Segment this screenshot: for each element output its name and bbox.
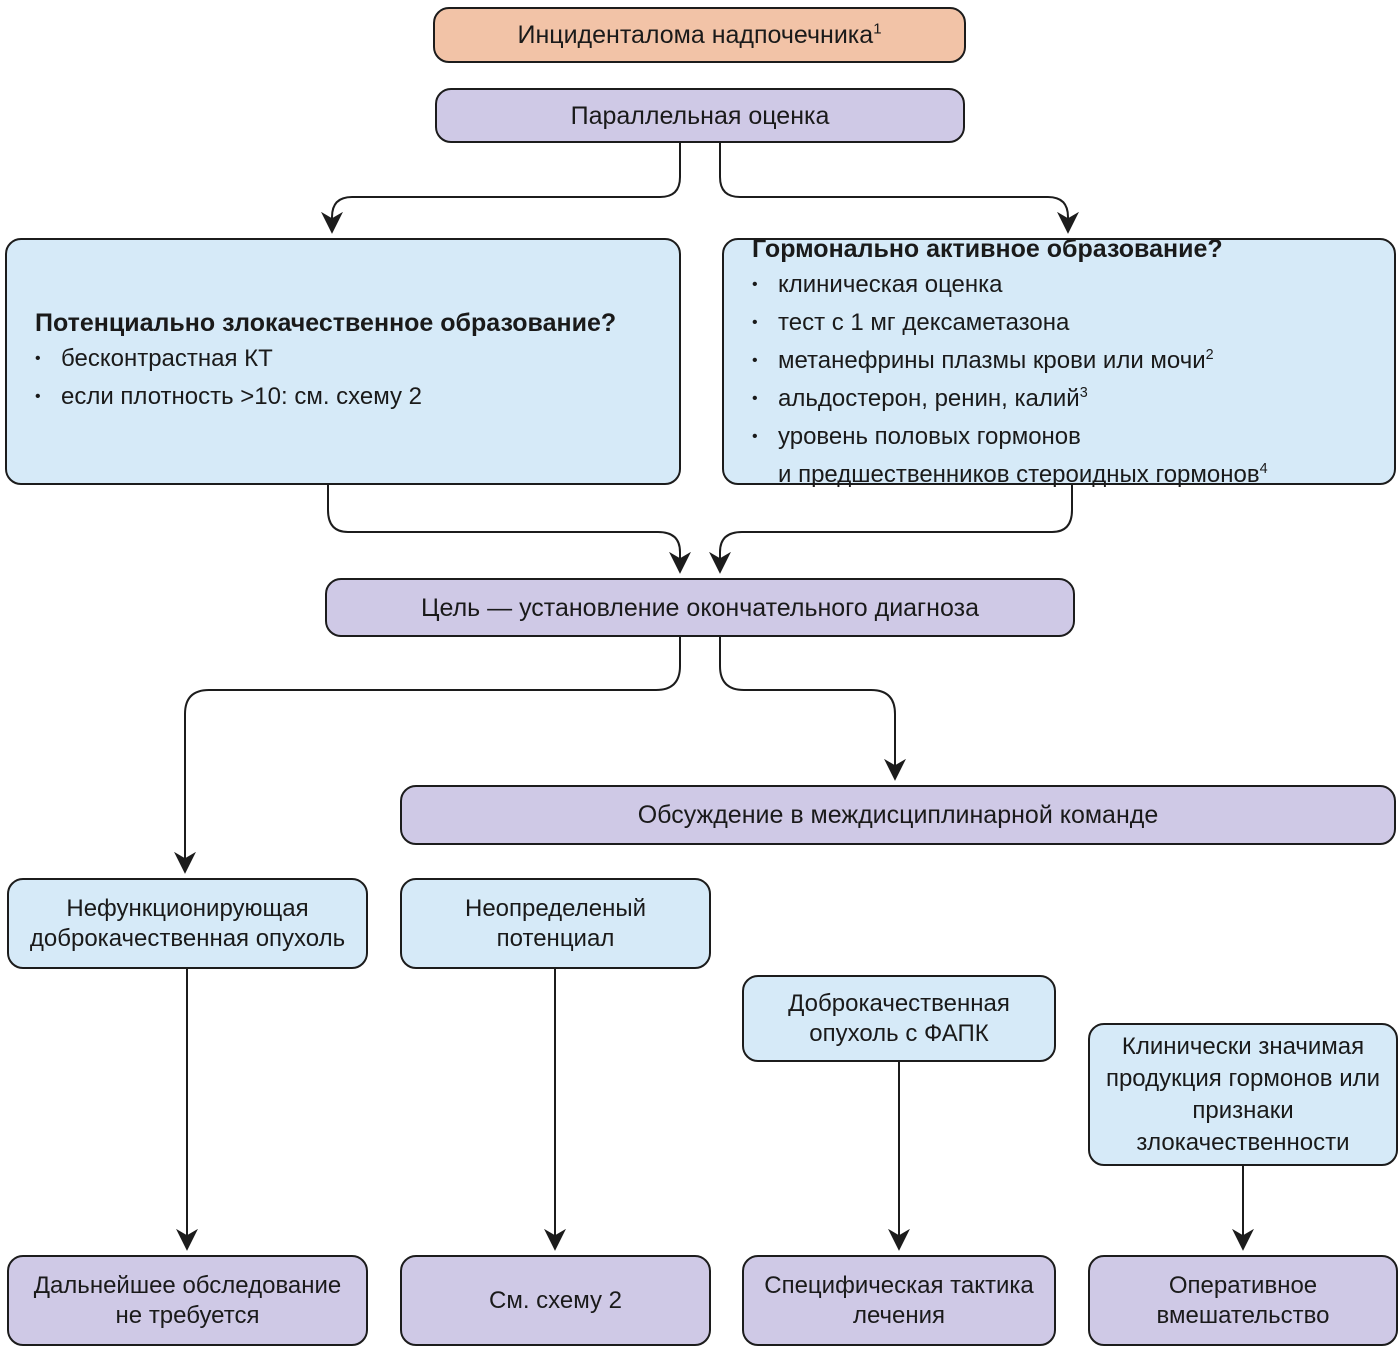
bullet-item: • тест с 1 мг дексаметазона	[752, 305, 1380, 343]
node-label: Цель — установление окончательного диагн…	[421, 593, 979, 622]
node-label: Нефункционирующая доброкачественная опух…	[29, 894, 346, 952]
bullet-item: • альдостерон, ренин, калий3	[752, 381, 1380, 419]
node-label: Инциденталома надпочечника1	[517, 20, 882, 49]
node-parallel-assessment: Параллельная оценка	[435, 88, 965, 143]
node-potentially-malignant-question: Потенциально злокачественное образование…	[5, 238, 681, 485]
node-nonfunctioning-benign-tumor: Нефункционирующая доброкачественная опух…	[7, 878, 368, 969]
bullet-item: • если плотность >10: см. схему 2	[35, 379, 661, 417]
connector-parallel-to-right-question	[719, 143, 1079, 234]
node-label: Специфическая тактика лечения	[764, 1271, 1034, 1329]
node-benign-tumor-fapk: Доброкачественная опухоль с ФАПК	[742, 975, 1056, 1062]
node-multidisciplinary-discussion: Обсуждение в междисциплинарной команде	[400, 785, 1396, 845]
footnote-marker: 4	[1259, 460, 1268, 477]
bullet-item: • клиническая оценка	[752, 267, 1380, 305]
footnote-marker: 2	[1205, 346, 1214, 363]
bullet-dot: •	[752, 275, 758, 293]
node-see-scheme-2: См. схему 2	[400, 1255, 711, 1346]
node-label: Неопределеный потенциал	[464, 894, 646, 952]
bullet-dot: •	[752, 389, 758, 407]
connector-right-question-to-goal	[709, 485, 1073, 574]
bullet-dot: •	[35, 350, 41, 367]
node-label: Клинически значимая продукция гормонов и…	[1105, 1032, 1381, 1156]
node-label: Оперативное вмешательство	[1156, 1271, 1330, 1329]
node-uncertain-potential: Неопределеный потенциал	[400, 878, 711, 969]
bullet-item: • метанефрины плазмы крови или мочи2	[752, 343, 1380, 381]
connector-goal-to-nonfunctioning	[174, 637, 681, 874]
connector-left-question-to-goal	[327, 485, 691, 574]
bullet-dot: •	[752, 313, 758, 331]
bullet-continuation: и предшественников стероидных гормонов4	[778, 460, 1268, 488]
node-adrenal-incidentaloma: Инциденталома надпочечника1	[433, 7, 966, 63]
node-no-further-examination: Дальнейшее обследование не требуется	[7, 1255, 368, 1346]
node-label: Дальнейшее обследование не требуется	[33, 1271, 342, 1329]
node-label: Параллельная оценка	[570, 101, 830, 130]
node-surgical-intervention: Оперативное вмешательство	[1088, 1255, 1398, 1346]
footnote-marker: 3	[1079, 384, 1088, 401]
node-hormonally-active-question: Гормонально активное образование? • клин…	[722, 235, 1396, 488]
bullet-item: • бесконтрастная КТ	[35, 341, 661, 379]
question-title: Потенциально злокачественное образование…	[35, 309, 617, 337]
node-significant-hormone-production: Клинически значимая продукция гормонов и…	[1088, 1023, 1398, 1166]
question-title: Гормонально активное образование?	[752, 234, 1223, 263]
connector-parallel-to-left-question	[321, 143, 681, 234]
node-goal-final-diagnosis: Цель — установление окончательного диагн…	[325, 578, 1075, 637]
connector-goal-to-mdt	[719, 637, 906, 781]
node-label: См. схему 2	[488, 1286, 623, 1314]
node-label: Обсуждение в междисциплинарной команде	[637, 801, 1159, 829]
node-specific-treatment-tactics: Специфическая тактика лечения	[742, 1255, 1056, 1346]
footnote-marker: 1	[873, 20, 882, 38]
node-label: Доброкачественная опухоль с ФАПК	[788, 989, 1010, 1047]
bullet-dot: •	[35, 388, 41, 405]
bullet-dot: •	[752, 351, 758, 369]
bullet-item: • уровень половых гормонов	[752, 419, 1380, 457]
bullet-dot: •	[752, 427, 758, 445]
